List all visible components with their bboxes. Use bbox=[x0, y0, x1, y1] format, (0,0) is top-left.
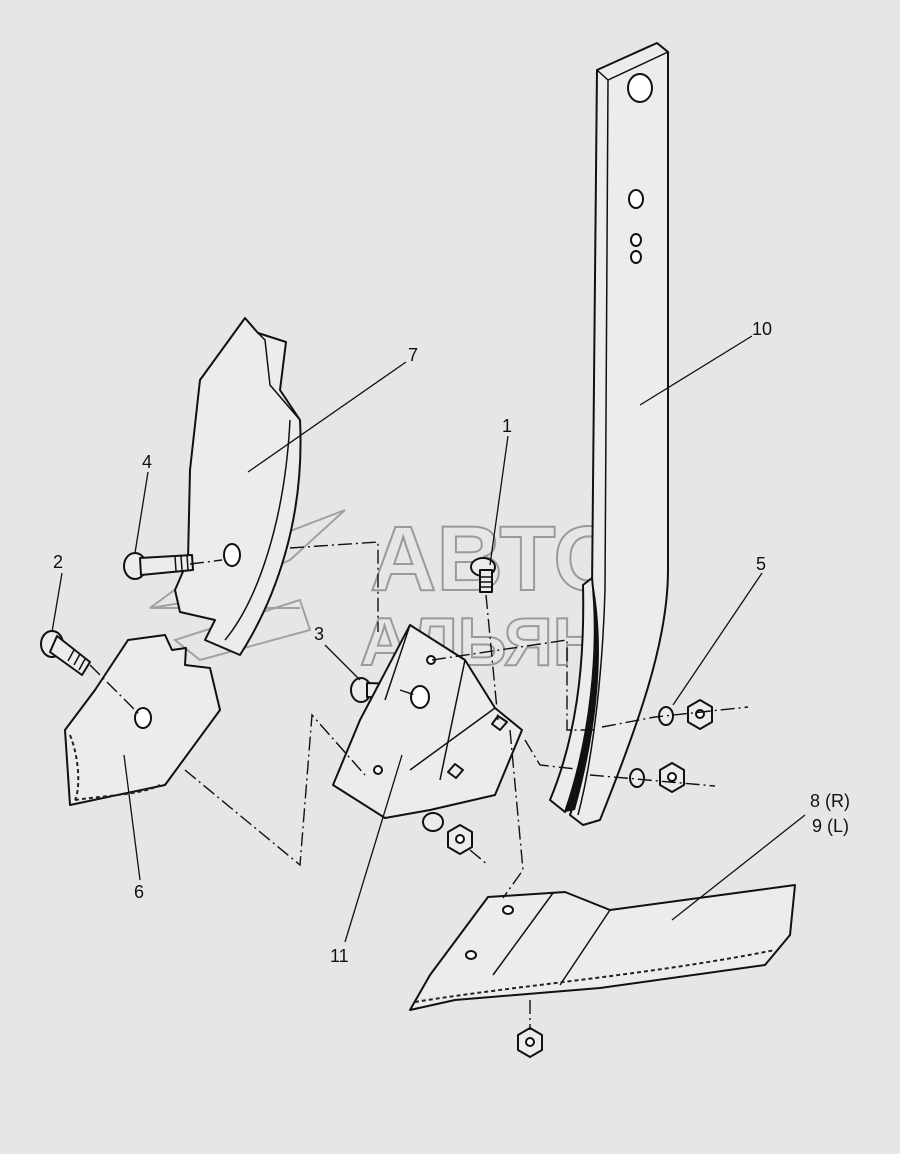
share-part-8-9 bbox=[409, 884, 796, 1011]
callout-5: 5 bbox=[756, 554, 766, 574]
plate-hole-icon bbox=[373, 765, 383, 775]
plate-hole-icon bbox=[410, 685, 430, 709]
callout-11: 11 bbox=[330, 946, 349, 966]
shank-hole-icon bbox=[630, 233, 642, 247]
bolt-part-2 bbox=[40, 630, 91, 676]
shank-part-10 bbox=[549, 42, 670, 826]
shank-hole-icon bbox=[628, 189, 644, 209]
callout-8: 8 (R) bbox=[810, 791, 850, 811]
callout-3: 3 bbox=[314, 624, 324, 644]
assembly-lines bbox=[89, 541, 749, 1030]
callout-labels: 1 2 3 4 5 6 7 8 (R) 9 (L) 10 11 bbox=[53, 319, 850, 966]
share-hole-icon bbox=[465, 950, 477, 960]
shin-part-7 bbox=[174, 317, 302, 656]
callout-1: 1 bbox=[502, 416, 512, 436]
mounting-plate-part-11 bbox=[332, 624, 523, 819]
point-hole-icon bbox=[134, 707, 152, 729]
point-part-6 bbox=[64, 634, 221, 806]
callout-10: 10 bbox=[752, 319, 772, 339]
shank-hole-icon bbox=[630, 250, 642, 264]
nut-washer-set-part-5 bbox=[422, 699, 713, 1058]
callout-7: 7 bbox=[408, 345, 418, 365]
callout-4: 4 bbox=[142, 452, 152, 472]
callout-6: 6 bbox=[134, 882, 144, 902]
shank-hole-icon bbox=[627, 73, 653, 103]
callout-9: 9 (L) bbox=[812, 816, 849, 836]
callout-2: 2 bbox=[53, 552, 63, 572]
shin-hole-icon bbox=[223, 543, 241, 567]
share-hole-icon bbox=[502, 905, 514, 915]
bolt-part-1 bbox=[470, 557, 496, 593]
leader-lines bbox=[51, 335, 806, 943]
bolt-part-4 bbox=[123, 552, 194, 580]
